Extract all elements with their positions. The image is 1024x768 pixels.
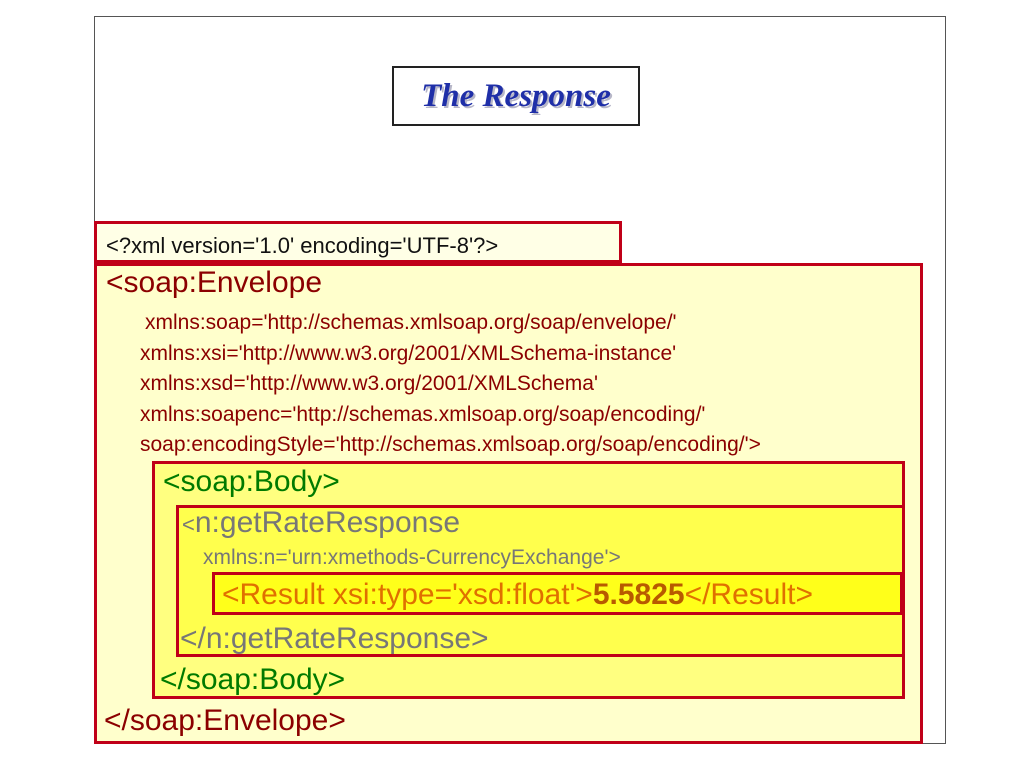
response-open-name: n:getRateResponse <box>194 506 461 539</box>
body-open-tag: <soap:Body> <box>163 465 340 498</box>
encoding-style: soap:encodingStyle='http://schemas.xmlso… <box>140 433 761 456</box>
result-element: <Result xsi:type='xsd:float'>5.5825</Res… <box>222 578 813 612</box>
result-box <box>212 572 903 615</box>
response-close-tag: </n:getRateResponse> <box>180 622 489 655</box>
namespace-soap: xmlns:soap='http://schemas.xmlsoap.org/s… <box>145 311 677 334</box>
response-open-bracket: < <box>182 512 195 537</box>
result-open-tag: <Result xsi:type='xsd:float'> <box>222 578 593 611</box>
response-namespace: xmlns:n='urn:xmethods-CurrencyExchange'> <box>203 546 621 569</box>
title-box: The Response <box>392 66 640 126</box>
namespace-xsd: xmlns:xsd='http://www.w3.org/2001/XMLSch… <box>140 372 598 395</box>
envelope-open-tag: <soap:Envelope <box>106 266 323 299</box>
namespace-xsi: xmlns:xsi='http://www.w3.org/2001/XMLSch… <box>140 342 677 365</box>
xml-declaration-box <box>94 221 622 263</box>
xml-declaration: <?xml version='1.0' encoding='UTF-8'?> <box>106 233 499 258</box>
body-close-tag: </soap:Body> <box>160 663 346 696</box>
response-open-tag: <n:getRateResponse <box>182 506 460 540</box>
envelope-close-tag: </soap:Envelope> <box>104 704 346 737</box>
namespace-soapenc: xmlns:soapenc='http://schemas.xmlsoap.or… <box>140 403 706 426</box>
result-close-tag: </Result> <box>684 578 813 611</box>
result-value: 5.5825 <box>592 578 685 611</box>
slide-title: The Response <box>421 77 611 114</box>
